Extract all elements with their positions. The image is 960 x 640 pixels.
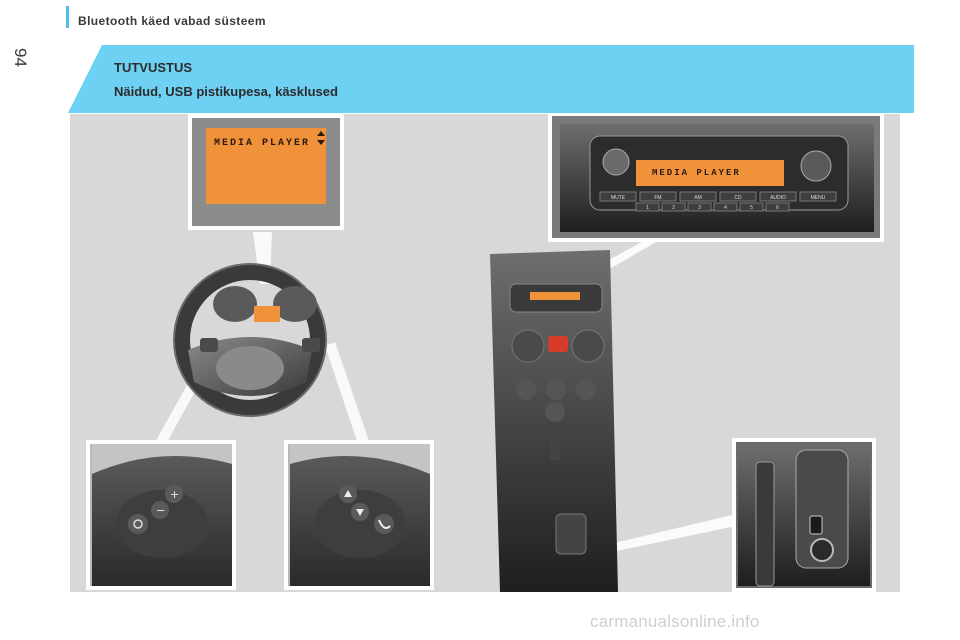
phone-icon bbox=[378, 519, 391, 529]
preset-button-label: 5 bbox=[750, 205, 753, 211]
arrow-up-icon bbox=[344, 490, 352, 497]
climate-knob-left bbox=[516, 380, 536, 400]
jack-socket bbox=[810, 538, 834, 562]
handbrake-slot bbox=[755, 461, 775, 587]
radio-button-cd bbox=[719, 191, 757, 202]
console-radio-display bbox=[530, 292, 580, 300]
volume-up-button bbox=[165, 485, 183, 503]
voice-button bbox=[128, 514, 148, 534]
preset-button-5 bbox=[739, 202, 764, 212]
center-console bbox=[490, 250, 618, 592]
left-control-pod bbox=[200, 338, 218, 352]
radio-button-audio bbox=[759, 191, 797, 202]
radio-display-text: MEDIA PLAYER bbox=[652, 168, 741, 178]
minus-icon: − bbox=[156, 504, 165, 517]
section-title: TUTVUSTUS bbox=[114, 60, 192, 75]
gear-lever bbox=[550, 410, 560, 460]
banner-corner-notch bbox=[68, 45, 102, 113]
phone-button bbox=[374, 514, 394, 534]
climate-knob-middle bbox=[546, 380, 566, 400]
power-volume-knob bbox=[602, 148, 630, 176]
vent-left bbox=[511, 329, 545, 363]
voice-icon bbox=[133, 519, 143, 529]
radio-display bbox=[636, 160, 784, 186]
usb-holder bbox=[795, 449, 849, 569]
pointer-right-controls bbox=[325, 342, 370, 444]
right-controls-callout bbox=[284, 440, 434, 590]
radio-button-label: AM bbox=[694, 195, 702, 201]
arrow-down-icon bbox=[356, 509, 364, 516]
usb-socket bbox=[809, 515, 823, 535]
display-callout: MEDIA PLAYER bbox=[188, 114, 344, 230]
preset-button-label: 3 bbox=[698, 205, 701, 211]
radio-button-label: FM bbox=[654, 195, 661, 201]
vent-right bbox=[571, 329, 605, 363]
section-banner bbox=[68, 45, 914, 113]
radio-button-label: MENU bbox=[811, 195, 826, 201]
usb-callout bbox=[732, 438, 876, 592]
steering-wheel bbox=[173, 263, 327, 417]
right-control-pod bbox=[302, 338, 320, 352]
radio-button-label: CD bbox=[734, 195, 742, 201]
volume-down-button bbox=[151, 501, 169, 519]
radio-button-mute bbox=[599, 191, 637, 202]
pointer-usb bbox=[602, 514, 736, 554]
preset-button-6 bbox=[765, 202, 790, 212]
radio-button-label: AUDIO bbox=[770, 195, 786, 201]
left-controls-callout: + − bbox=[86, 440, 236, 590]
preset-button-4 bbox=[713, 202, 738, 212]
cluster-display bbox=[254, 306, 280, 322]
preset-button-label: 6 bbox=[776, 205, 779, 211]
radio-button-am bbox=[679, 191, 717, 202]
page-number: 94 bbox=[11, 48, 30, 67]
radio-callout: MEDIA PLAYER MUTE FM AM CD AUDIO MENU 1 2 3 4 5 6 bbox=[548, 112, 884, 242]
radio-button-fm bbox=[639, 191, 677, 202]
console-usb-holder bbox=[555, 513, 587, 555]
watermark: carmanualsonline.info bbox=[590, 612, 760, 631]
preset-button-label: 2 bbox=[672, 205, 675, 211]
section-subtitle: Näidud, USB pistikupesa, käsklused bbox=[114, 84, 338, 99]
gauge-left bbox=[213, 286, 257, 322]
radio-button-menu bbox=[799, 191, 837, 202]
illustration-panel: MEDIA PLAYER + − bbox=[70, 112, 900, 592]
navigation-pad bbox=[800, 150, 832, 182]
preset-button-label: 4 bbox=[724, 205, 727, 211]
preset-button-1 bbox=[635, 202, 660, 212]
hazard-button bbox=[548, 336, 568, 352]
gear-knob bbox=[545, 402, 565, 422]
preset-button-2 bbox=[661, 202, 686, 212]
media-display-text: MEDIA PLAYER bbox=[214, 138, 310, 149]
radio-button-label: MUTE bbox=[611, 195, 626, 201]
preset-button-label: 1 bbox=[646, 205, 649, 211]
media-display-screen bbox=[206, 128, 326, 204]
gauge-right bbox=[273, 286, 317, 322]
climate-knob-right bbox=[576, 380, 596, 400]
running-header: Bluetooth käed vabad süsteem bbox=[78, 14, 266, 28]
plus-icon: + bbox=[170, 488, 179, 501]
dashboard-illustration: MEDIA PLAYER + − bbox=[86, 112, 884, 592]
radio-button-row: MUTE FM AM CD AUDIO MENU 1 2 3 4 5 6 bbox=[599, 191, 837, 212]
scroll-up-icon bbox=[317, 131, 325, 136]
header-accent-bar bbox=[66, 6, 69, 28]
preset-button-3 bbox=[687, 202, 712, 212]
scroll-down-icon bbox=[317, 140, 325, 145]
